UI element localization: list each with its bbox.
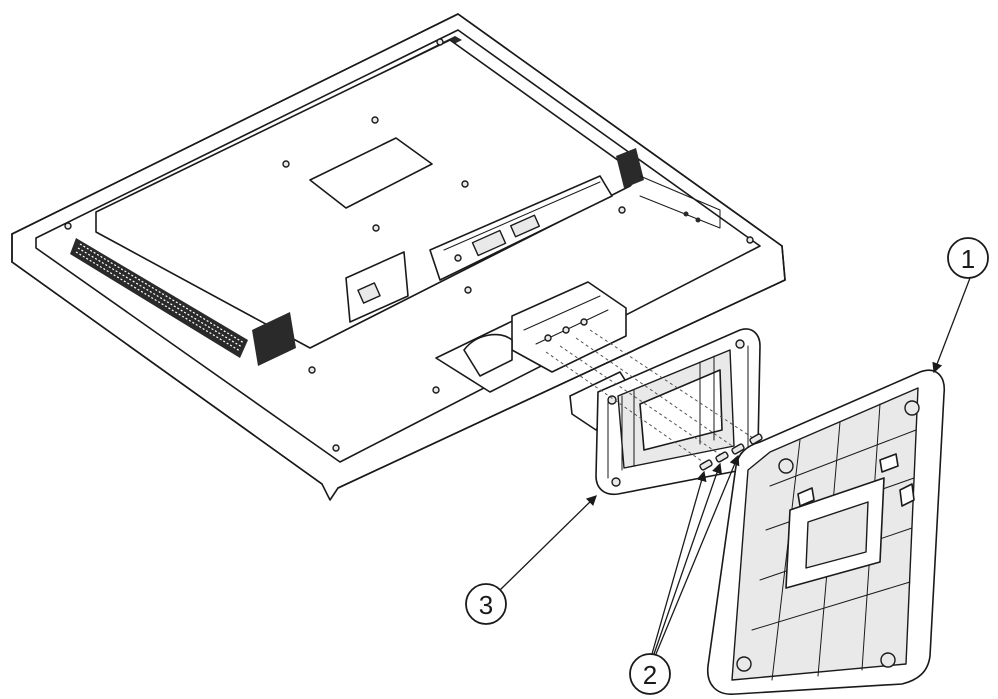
stand-hinge: [435, 281, 627, 393]
callout-2: 2: [629, 454, 740, 695]
screw: [699, 459, 713, 471]
base-feet: [736, 400, 920, 672]
monitor-back-housing: [11, 13, 786, 501]
connector-panel: [429, 175, 613, 281]
screw: [731, 443, 745, 455]
right-vent-slots: [252, 148, 644, 366]
stand-neck-bracket: [569, 328, 761, 496]
callout-3-label: 3: [479, 590, 493, 620]
callout-2-label: 2: [643, 660, 657, 690]
stand-base-plate: [707, 369, 945, 695]
screw: [715, 451, 729, 463]
bracket-ribs: [607, 339, 749, 487]
screw: [749, 433, 763, 445]
callout-1-label: 1: [961, 244, 975, 274]
callout-3: 3: [465, 495, 597, 625]
alignment-lines: [545, 329, 757, 465]
mounting-screws: [699, 433, 763, 471]
power-socket: [345, 251, 409, 323]
callout-1: 1: [932, 237, 989, 374]
left-vent-slots: [70, 238, 248, 358]
rear-screw-holes: [64, 38, 754, 452]
